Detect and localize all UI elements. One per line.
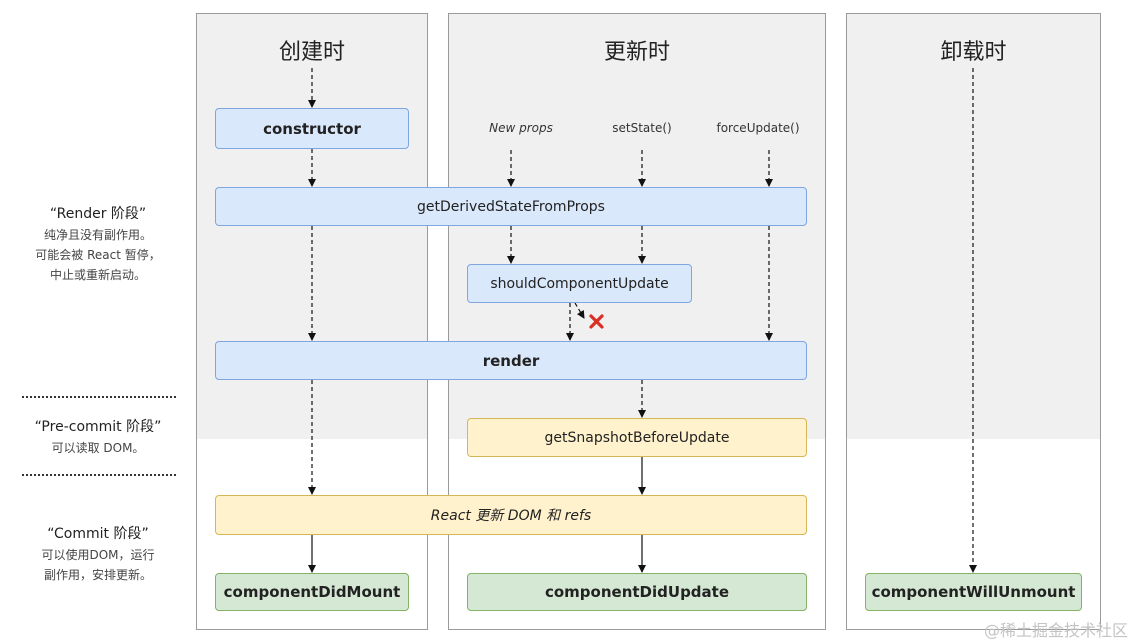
render-node: render	[215, 341, 807, 380]
commit-phase-title: “Commit 阶段”	[47, 526, 149, 542]
component-will-unmount-node: componentWillUnmount	[865, 573, 1082, 611]
commit-phase-label: “Commit 阶段” 可以使用DOM，运行 副作用，安排更新。	[18, 523, 178, 585]
trigger-new-props: New props	[489, 121, 553, 135]
render-phase-title: “Render 阶段”	[49, 206, 147, 222]
component-did-update-node: componentDidUpdate	[467, 573, 807, 611]
phase-divider	[22, 474, 176, 476]
get-snapshot-node: getSnapshotBeforeUpdate	[467, 418, 807, 457]
precommit-phase-title: “Pre-commit 阶段”	[34, 419, 162, 435]
trigger-force-update: forceUpdate()	[716, 121, 800, 135]
mount-column-title: 创建时	[278, 40, 345, 65]
render-phase-desc-line: 可能会被 React 暂停，	[35, 248, 161, 262]
should-component-update-node: shouldComponentUpdate	[467, 264, 692, 303]
unmount-column-title: 卸载时	[940, 40, 1007, 65]
trigger-set-state: setState()	[612, 121, 672, 135]
precommit-phase-desc-line: 可以读取 DOM。	[51, 441, 145, 455]
react-update-dom-node: React 更新 DOM 和 refs	[215, 495, 807, 535]
component-did-mount-node: componentDidMount	[215, 573, 409, 611]
phase-divider	[22, 396, 176, 398]
update-column-title: 更新时	[603, 40, 670, 65]
commit-phase-desc: 可以使用DOM，运行 副作用，安排更新。	[18, 545, 178, 585]
arrow-should-to-cancel	[574, 302, 585, 319]
render-phase-desc-line: 纯净且没有副作用。	[43, 228, 152, 242]
render-phase-desc: 纯净且没有副作用。 可能会被 React 暂停， 中止或重新启动。	[18, 225, 178, 285]
red-x-icon	[589, 314, 604, 329]
commit-phase-desc-line: 可以使用DOM，运行	[41, 548, 155, 562]
render-phase-label: “Render 阶段” 纯净且没有副作用。 可能会被 React 暂停， 中止或…	[18, 203, 178, 285]
precommit-phase-label: “Pre-commit 阶段” 可以读取 DOM。	[18, 416, 178, 458]
precommit-phase-desc: 可以读取 DOM。	[18, 438, 178, 458]
render-phase-desc-line: 中止或重新启动。	[49, 268, 146, 282]
commit-phase-desc-line: 副作用，安排更新。	[43, 568, 152, 582]
get-derived-state-node: getDerivedStateFromProps	[215, 187, 807, 226]
watermark: @稀土掘金技术社区	[983, 621, 1128, 640]
constructor-node: constructor	[215, 108, 409, 149]
